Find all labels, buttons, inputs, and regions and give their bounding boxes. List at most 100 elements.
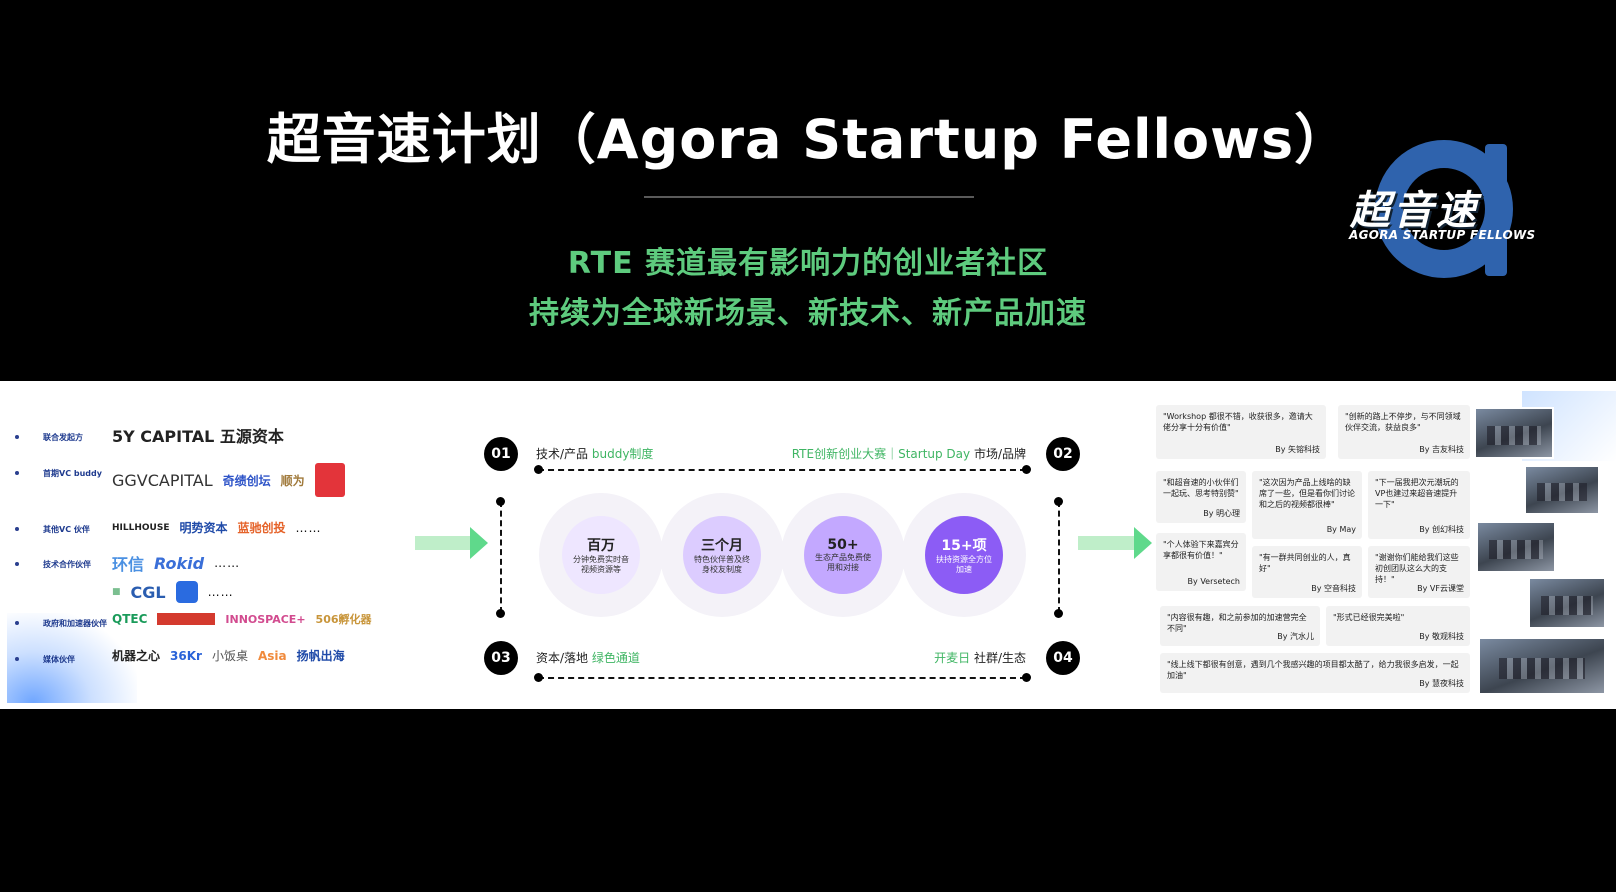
quote-card: "线上线下都很有创意，遇到几个我感兴趣的项目都太酷了，给力我很多启发，一起加油"… [1160,653,1470,693]
line-dot [496,609,505,618]
event-photo [1528,577,1606,629]
partner-category: 其他VC 伙伴 [43,524,90,534]
quote-card: "内容很有趣，和之前参加的加速营完全不同" By 汽水儿 [1160,606,1320,646]
quote-card: "谢谢你们能给我们这些初创团队这么大的支持！" By VF云课堂 [1368,546,1470,598]
partner-logo-easemob: 环信 [112,555,145,574]
quote-author: By 矢镕科技 [1275,445,1320,454]
more-indicator: …… [295,520,322,535]
partner-row: 政府和加速器伙伴 [15,613,113,633]
quote-text: "线上线下都很有创意，遇到几个我感兴趣的项目都太酷了，给力我很多启发，一起加油" [1167,660,1459,680]
quote-text: "下一届我把次元潮玩的VP也建过来超音速提升一下" [1375,478,1459,509]
line-dot [1054,609,1063,618]
quote-author: By May [1326,525,1356,534]
label-03-highlight: 绿色通道 [591,651,640,665]
benefit-circle-inner: 三个月 特色伙伴普及终身校友制度 [683,516,761,594]
partner-logo-shunwei: 顺为 [280,473,305,488]
event-photo [1474,407,1554,459]
partner-logos: QTEC INNOSPACE+ 506孵化器 [112,611,372,627]
bullet [15,621,19,625]
quote-author: By Versetech [1187,577,1240,586]
quote-card: "创新的路上不停步，与不同领域伙伴交流，获益良多" By 吉友科技 [1338,405,1470,459]
label-04: 开麦日 社群/生态 [934,649,1026,666]
step-badge-03: 03 [484,641,518,675]
label-02: RTE创新创业大赛｜Startup Day 市场/品牌 [792,445,1026,462]
partner-logos: 环信 Rokid …… [112,551,240,575]
quote-card: "下一届我把次元潮玩的VP也建过来超音速提升一下" By 创幻科技 [1368,471,1470,539]
partner-logo-36kr: 36Kr [170,648,202,663]
partner-logo-red-a-icon [314,463,345,497]
benefit-circle-inner: 50+ 生态产品免费使用和对接 [804,516,882,594]
quote-text: "和超音速的小伙伴们一起玩、思考特别赞" [1163,478,1239,498]
line-dot [534,673,543,682]
partner-logos: GGVCAPITAL 奇绩创坛 顺为 [112,463,345,497]
quote-card: "Workshop 都很不错，收获很多，邀请大佬分享十分有价值" By 矢镕科技 [1156,405,1326,459]
bullet [15,657,19,661]
quote-author: By 汽水儿 [1277,632,1314,641]
partner-logo-asia: Asia [257,648,287,663]
more-indicator: …… [214,556,241,570]
benefit-circle: 三个月 特色伙伴普及终身校友制度 [660,493,784,617]
event-photo [1524,465,1600,515]
quote-text: "谢谢你们能给我们这些初创团队这么大的支持！" [1375,553,1459,584]
partner-category: 媒体伙伴 [43,654,75,664]
dashed-line-left [500,501,502,613]
benefit-circle-inner: 百万 分钟免费实时音视频资源等 [562,516,640,594]
partner-logo-xiaofanzhuo: 小饭桌 [211,649,248,663]
quote-text: "内容很有趣，和之前参加的加速营完全不同" [1167,613,1307,633]
partner-logos: ■ CGL …… [112,581,234,603]
benefit-head: 三个月 [701,538,743,554]
partner-logo-506: 506孵化器 [315,613,372,626]
quote-card: "这次因为产品上线啥的缺席了一些，但是看你们讨论和之后的视频都很棒" By Ma… [1252,471,1362,539]
partner-row: 技术合作伙伴 [15,554,113,574]
partner-category: 首期VC buddy [43,468,102,478]
partner-logos: 5Y CAPITAL 五源资本 [112,423,284,447]
quote-text: "个人体验下来嘉宾分享都很有价值！" [1163,540,1239,560]
quote-card: "和超音速的小伙伴们一起玩、思考特别赞" By 明心理 [1156,471,1246,523]
right-arrow-icon [415,527,488,559]
partner-logo-futurecap: 明势资本 [179,521,228,535]
quote-author: By 慧夜科技 [1419,679,1464,688]
event-photo [1478,637,1606,695]
label-03: 资本/落地 绿色通道 [536,649,640,666]
quote-card: "个人体验下来嘉宾分享都很有价值！" By Versetech [1156,533,1246,591]
logo-bar-shape [1485,144,1507,276]
benefit-circle: 50+ 生态产品免费使用和对接 [781,493,905,617]
partner-logo-hillhouse: HILLHOUSE [112,522,170,533]
content-band: 联合发起方 5Y CAPITAL 五源资本 首期VC buddy GGVCAPI… [0,381,1616,709]
partner-category: 联合发起方 [43,432,83,442]
quote-text: "这次因为产品上线啥的缺席了一些，但是看你们讨论和之后的视频都很棒" [1259,478,1355,509]
quote-author: By VF云课堂 [1417,584,1464,593]
dashed-line-right [1058,501,1060,613]
partner-logo-jiqizhixin: 机器之心 [112,649,161,663]
line-dot [1022,673,1031,682]
fellows-logo: 超音速 AGORA STARTUP FELLOWS [1345,140,1535,278]
partner-logo-ggv: GGVCAPITAL [112,470,213,490]
line-dot [1054,497,1063,506]
benefit-text: 扶持资源全方位加速 [936,555,992,574]
benefit-text: 分钟免费实时音视频资源等 [573,555,629,574]
page-title: 超音速计划（Agora Startup Fellows） [266,108,1350,171]
partner-logo-miracle: 奇绩创坛 [222,473,271,488]
event-photo [1476,521,1556,573]
partner-logos: 机器之心 36Kr 小饭桌 Asia 扬帆出海 [112,647,345,664]
step-badge-02: 02 [1046,437,1080,471]
more-indicator: …… [207,585,234,599]
line-dot [496,497,505,506]
label-04-text: 社群/生态 [970,651,1026,665]
label-01-text: 技术/产品 [536,447,592,461]
quote-text: "形式已经很完美啦" [1333,613,1405,622]
partner-row: 联合发起方 [15,427,113,447]
bullet [15,471,19,475]
dashed-line-top [538,469,1026,471]
line-dot [1022,465,1031,474]
partner-category: 政府和加速器伙伴 [43,618,107,628]
partner-logo-cgl: CGL [130,582,166,602]
dashed-line-bottom [538,677,1026,679]
lightning-icon [7,613,137,703]
partner-logos: HILLHOUSE 明势资本 蓝驰创投 …… [112,519,322,536]
step-badge-04: 04 [1046,641,1080,675]
bullet [15,562,19,566]
quote-text: "创新的路上不停步，与不同领域伙伴交流，获益良多" [1345,412,1461,432]
step-badge-01: 01 [484,437,518,471]
quote-text: "有一群共同创业的人，真好" [1259,553,1351,573]
